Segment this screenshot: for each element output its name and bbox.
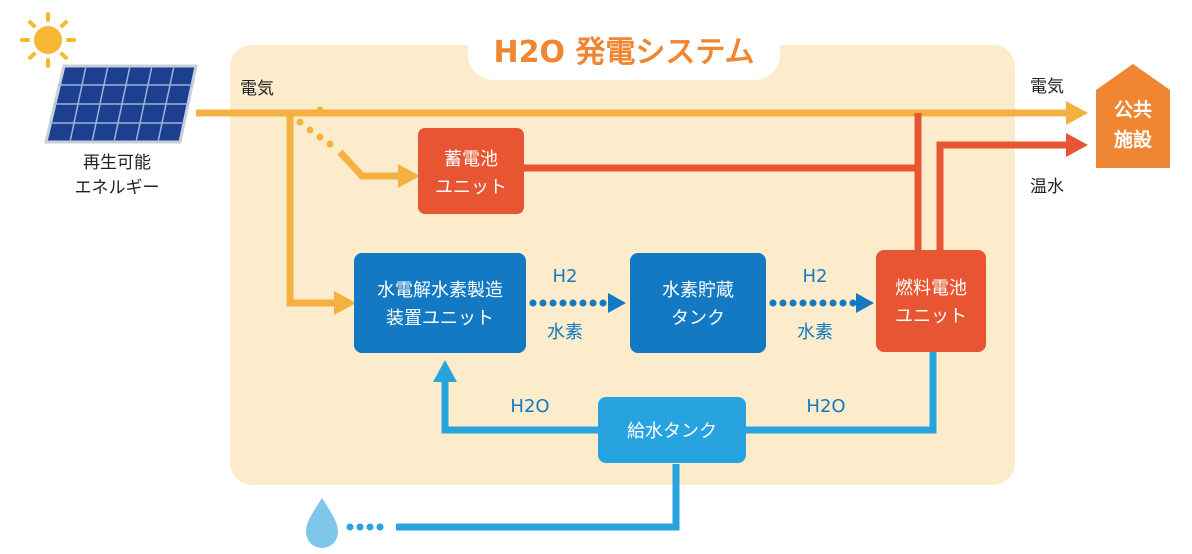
battery-unit: 蓄電池 ユニット xyxy=(418,128,524,214)
battery-unit-line1: 蓄電池 xyxy=(444,149,498,170)
storage-line1: 水素貯蔵 xyxy=(662,280,734,301)
electric-flow-lines xyxy=(196,109,1068,307)
electric-out-label: 電気 xyxy=(1030,77,1064,97)
water-flow-lines xyxy=(396,350,937,531)
public-facility: 公共 施設 xyxy=(1096,64,1170,168)
battery-unit-line2: ユニット xyxy=(435,177,507,198)
arrow-head-electric-out xyxy=(1066,101,1088,125)
water-tank-label: 給水タンク xyxy=(627,421,717,442)
electrolysis-unit: 水電解水素製造 装置ユニット xyxy=(354,253,526,353)
title-tab xyxy=(468,22,780,80)
fuel-cell-unit: 燃料電池 ユニット xyxy=(876,250,986,352)
fuel-cell-line1: 燃料電池 xyxy=(895,278,967,299)
hot-water-label: 温水 xyxy=(1030,177,1064,197)
destination-line1: 公共 xyxy=(1114,99,1152,121)
hydrogen-label-b: 水素 xyxy=(797,322,833,343)
water-supply-tank: 給水タンク xyxy=(598,397,746,463)
arrow-head-to-electrolysis xyxy=(334,291,356,315)
h2-label-b: H2 xyxy=(803,266,828,287)
h2o-label-right: H2O xyxy=(806,396,845,417)
fuel-cell-line2: ユニット xyxy=(895,306,967,327)
heat-flow-lines xyxy=(524,113,1068,252)
electrolysis-unit-line1: 水電解水素製造 xyxy=(377,280,503,301)
sun-icon xyxy=(20,12,76,68)
destination-line2: 施設 xyxy=(1114,128,1153,151)
h2o-label-left: H2O xyxy=(510,396,549,417)
hydrogen-label-a: 水素 xyxy=(547,322,583,343)
water-inflow-dots xyxy=(346,523,384,531)
electrolysis-unit-line2: 装置ユニット xyxy=(386,308,494,329)
electric-in-label: 電気 xyxy=(240,79,274,99)
arrow-head-to-electrolysis-water xyxy=(433,360,457,382)
source-label-line2: エネルギー xyxy=(75,178,160,198)
electric-dotted-branch xyxy=(296,106,334,148)
diagram-title: H2O 発電システム xyxy=(493,35,754,70)
hydrogen-dotted-arrows xyxy=(529,293,874,313)
arrow-head-to-battery xyxy=(398,164,420,188)
water-drop-icon xyxy=(306,498,338,548)
h2-label-a: H2 xyxy=(553,266,578,287)
solar-panel-icon xyxy=(44,64,198,144)
arrow-head-hot-water xyxy=(1066,133,1088,157)
source-label-line1: 再生可能 xyxy=(83,153,151,173)
storage-line2: タンク xyxy=(671,308,725,329)
hydrogen-storage-tank: 水素貯蔵 タンク xyxy=(630,253,766,353)
